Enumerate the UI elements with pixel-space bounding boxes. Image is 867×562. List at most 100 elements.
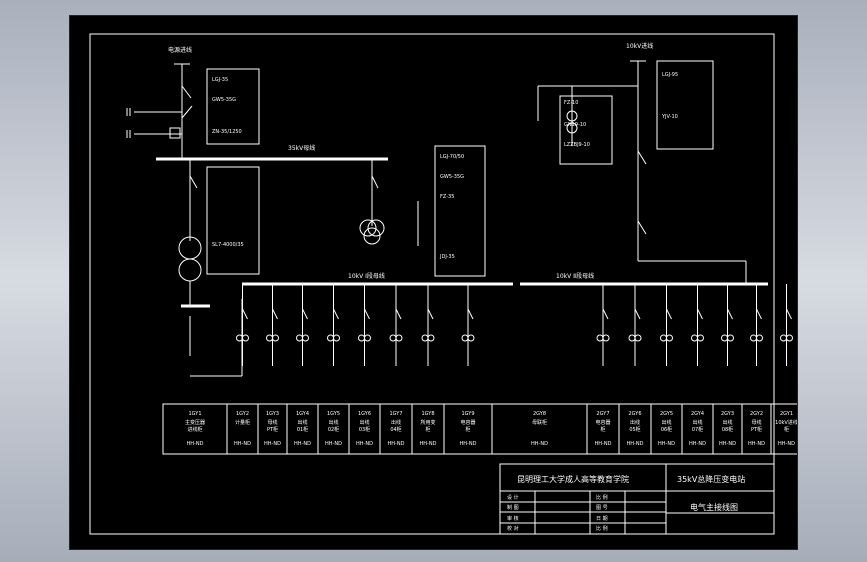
panel-code: 1GY6 (358, 411, 371, 417)
panel-model: HH-ND (778, 441, 795, 447)
panel-desc: 进线柜 (187, 426, 202, 433)
feeder-ct (756, 334, 763, 342)
feeder-ct (727, 334, 734, 342)
in2-side-box: FZ-10 GN19-10 LZZBJ9-10 (559, 95, 613, 165)
panel-desc: 出线 (359, 419, 369, 426)
panel-code: 1GY8 (421, 411, 434, 417)
lv-bus-2-label: 10kV Ⅱ段母线 (556, 272, 594, 280)
svg-text:ZN-35/1250: ZN-35/1250 (212, 129, 242, 135)
feeder-switch (302, 308, 308, 320)
feeder-switch (427, 308, 434, 320)
panel-desc: 母线 (751, 419, 761, 426)
feeder-switch (602, 308, 609, 320)
feeder-ct (697, 334, 704, 342)
feeder-ct (389, 334, 397, 342)
title-school: 昆明理工大学成人高等教育学院 (517, 474, 629, 484)
feeder-ct (333, 334, 340, 342)
hv-incoming-line (126, 63, 193, 159)
svg-text:FZ-35: FZ-35 (440, 194, 454, 200)
feeder-ct (266, 334, 273, 342)
panel-model: HH-ND (627, 441, 644, 447)
panel-code: 1GY4 (296, 411, 309, 417)
svg-text:LGJ-70/50: LGJ-70/50 (440, 154, 464, 160)
panel-code: 1GY3 (266, 411, 279, 417)
panel-model: HH-ND (325, 441, 342, 447)
panel-code: 1GY7 (389, 411, 402, 417)
panel-code: 2GY7 (596, 411, 609, 417)
feeder-ct (242, 334, 249, 342)
feeder-switch (786, 308, 792, 320)
feeder-ct (395, 334, 403, 342)
title-row-1-label: 设 计 (507, 494, 519, 501)
panel-model: HH-ND (234, 441, 251, 447)
panel-desc: 出线 (391, 419, 401, 426)
panel-desc: 04柜 (390, 426, 401, 433)
feeder-ct (272, 334, 279, 342)
hv-box-1: LGJ-35 GW5-35G ZN-35/1250 (206, 68, 260, 145)
incoming-1-label: 电源进线 (168, 46, 192, 54)
feeder-ct (296, 334, 303, 342)
feeder-ct (596, 334, 604, 342)
panel-desc: 出线 (661, 419, 671, 426)
feeder-switch (395, 308, 402, 320)
title-row-3-field: 日 期 (596, 516, 608, 522)
title-row-4-field: 比 例 (596, 525, 608, 532)
feeder-switch (467, 308, 474, 320)
title-row-3-label: 审 核 (507, 515, 519, 522)
panel-desc: 出线 (630, 419, 640, 426)
panel-desc: 10kV进线 (775, 419, 797, 426)
panel-code: 2GY4 (691, 411, 704, 417)
panel-desc: 07柜 (692, 426, 703, 433)
panel-code: 1GY2 (236, 411, 249, 417)
panel-desc: 06柜 (661, 426, 672, 433)
panel-desc: 柜 (425, 426, 430, 433)
feeder-ct (327, 334, 334, 342)
feeder-switch (666, 308, 672, 320)
feeder-ct (358, 334, 365, 342)
panel-code: 2GY2 (750, 411, 763, 417)
svg-text:LGJ-35: LGJ-35 (212, 77, 228, 83)
panel-desc: 05柜 (629, 426, 640, 433)
panel-code: 2GY5 (660, 411, 673, 417)
panel-desc: 电容器 (460, 419, 475, 426)
panel-model: HH-ND (187, 441, 204, 447)
panel-model: HH-ND (531, 441, 548, 447)
transformer-1-branch (178, 159, 243, 377)
panel-model: HH-ND (356, 441, 373, 447)
feeder-ct (467, 334, 475, 342)
hv-box-2: SL7-4000/35 (206, 166, 260, 275)
panel-model: HH-ND (460, 441, 477, 447)
feeder-ct (364, 334, 371, 342)
feeder-switch (272, 308, 278, 320)
panel-desc: 电容器 (595, 419, 610, 426)
feeder-switch (727, 308, 733, 320)
feeder-ct (421, 334, 429, 342)
panel-desc: 计量柜 (235, 419, 250, 426)
title-project: 35kV总降压变电站 (677, 474, 745, 484)
svg-text:YJV-10: YJV-10 (661, 114, 678, 120)
panel-desc: 02柜 (328, 426, 339, 433)
tv-box: LGJ-70/50 GW5-35G FZ-35 JDJ-35 (434, 145, 486, 277)
panel-desc: 01柜 (297, 426, 308, 433)
panel-desc: 出线 (297, 419, 307, 426)
panel-code: 2GY6 (628, 411, 641, 417)
incoming-2-label: 10kV进线 (626, 42, 653, 50)
feeder-ct (602, 334, 610, 342)
feeder-ct (780, 334, 787, 342)
svg-text:GN19-10: GN19-10 (564, 122, 586, 128)
feeder-switch (242, 308, 248, 320)
panel-code: 1GY5 (327, 411, 340, 417)
panel-desc: 母线 (267, 419, 277, 426)
feeder-ct (666, 334, 673, 342)
panel-desc: 柜 (784, 426, 789, 433)
title-row-2-label: 制 图 (507, 504, 519, 511)
panel-desc: 出线 (722, 419, 732, 426)
feeder-switch (634, 308, 641, 320)
feeder-ct (691, 334, 698, 342)
feeder-ct (721, 334, 728, 342)
panel-model: HH-ND (388, 441, 405, 447)
svg-text:GW5-35G: GW5-35G (212, 97, 236, 103)
feeder-ct (461, 334, 469, 342)
feeder-ct (628, 334, 636, 342)
panel-model: HH-ND (420, 441, 437, 447)
